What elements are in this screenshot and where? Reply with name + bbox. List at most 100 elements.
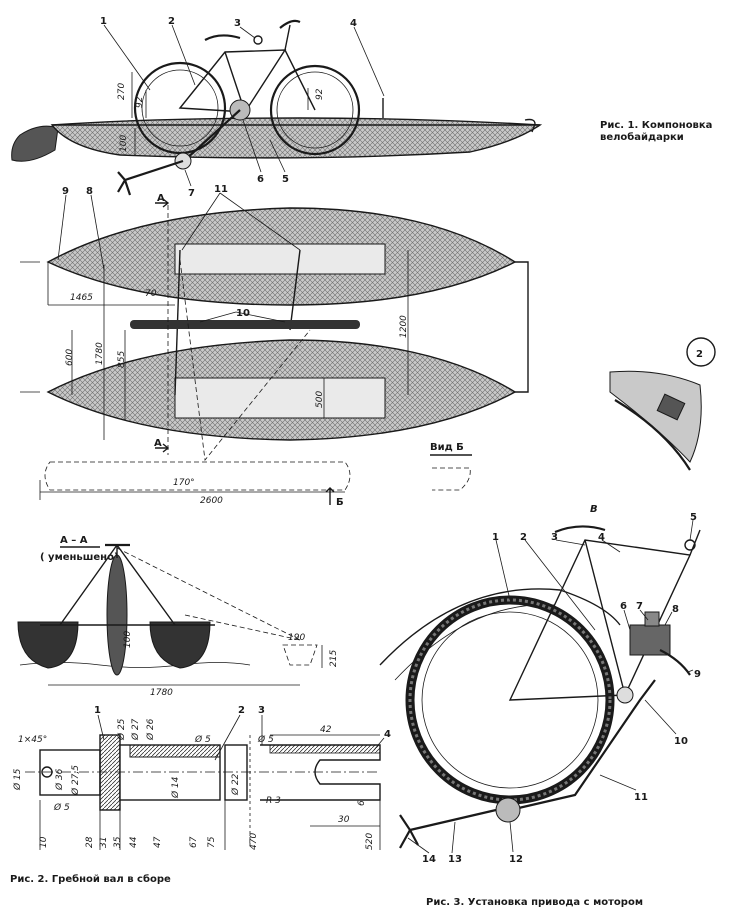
section-mark-a-bottom: А [154, 438, 162, 449]
dim-600: 600 [65, 349, 75, 366]
bow-hook [524, 118, 536, 133]
fig2-callout-1: 1 [94, 705, 101, 716]
dim-44: 44 [129, 836, 139, 848]
dim-d22: Ø 22 [230, 773, 241, 796]
rudder-blade [11, 125, 59, 162]
dim-d5-top: Ø 5 [194, 734, 211, 745]
fig3-callout-2: 2 [520, 532, 527, 543]
dim-500: 500 [315, 391, 325, 408]
dim-d36: Ø 36 [54, 768, 65, 791]
dim-d14: Ø 14 [170, 776, 181, 799]
section-mark-a-top: А [157, 193, 165, 204]
dim-92-front: 92 [315, 88, 325, 100]
fig3-callout-8: 8 [672, 604, 679, 615]
dim-470: 470 [249, 833, 259, 850]
section-mark-b: Б [336, 497, 344, 508]
exhaust-pipe [659, 649, 691, 676]
fig2-callout-3: 3 [258, 705, 265, 716]
upper-cockpit [174, 243, 386, 275]
dim-35: 35 [113, 836, 123, 848]
fig1-plan-view: А А Б 1465 70 1780 600 855 1200 500 170°… [20, 184, 529, 508]
fig3-chainring [616, 686, 634, 704]
dim-100-section: 100 [123, 631, 133, 648]
wheel-section [106, 554, 128, 676]
dim-28: 28 [85, 836, 95, 848]
dim-1465: 1465 [70, 293, 93, 303]
callout-4: 4 [350, 18, 357, 29]
bottom-gearbox [495, 797, 521, 823]
bicycle-frame [178, 24, 316, 113]
section-subtitle: ( уменьшено) [40, 552, 119, 563]
dim-855: 855 [117, 351, 127, 368]
callout-11: 11 [214, 184, 228, 195]
dim-d27: Ø 27 [130, 718, 141, 741]
engine-tank [644, 611, 660, 627]
fig2-callout-4: 4 [384, 729, 391, 740]
dim-d25: Ø 25 [116, 718, 127, 741]
fig3-callout-13: 13 [448, 854, 462, 865]
fig3-callout-9: 9 [694, 669, 701, 680]
dim-6: 6 [357, 800, 367, 806]
callout-6: 6 [257, 174, 264, 185]
fig3-saddle [554, 525, 606, 534]
fig3-view-label: В [590, 504, 598, 515]
dim-r3: R 3 [266, 796, 281, 806]
propeller [117, 171, 132, 196]
bicycle-top-view [130, 320, 360, 329]
inset-fender [609, 370, 702, 463]
pontoon-section [282, 644, 318, 666]
fig3-propeller [399, 814, 419, 849]
inset-circle [686, 337, 716, 367]
prop-shaft [124, 159, 184, 182]
dim-d5-hub: Ø 5 [53, 802, 70, 813]
handlebar [279, 19, 301, 29]
fig3-callout-6: 6 [620, 601, 627, 612]
section-title: А – А [60, 535, 88, 546]
shaft-fork [260, 744, 381, 801]
callout-7: 7 [188, 188, 195, 199]
fig3-callout-11: 11 [634, 792, 648, 803]
fig3-callout-7: 7 [636, 601, 643, 612]
dim-520: 520 [365, 833, 375, 850]
throttle-lever [253, 35, 263, 45]
fig1-side-view: 270 92 92 100 1 2 3 4 5 6 7 [11, 16, 543, 199]
shaft-end [224, 744, 248, 801]
dim-30: 30 [338, 815, 350, 825]
fig3-frame [508, 529, 701, 701]
drive-tube [509, 679, 656, 812]
dim-92-rear: 92 [135, 96, 145, 108]
dim-215: 215 [329, 650, 339, 667]
callout-1: 1 [100, 16, 107, 27]
drive-strut [184, 109, 241, 161]
fig2-prop-shaft: 1×45° Ø 25 Ø 27 Ø 26 Ø 5 Ø 5 42 Ø 15 Ø 3… [12, 705, 391, 850]
dim-42: 42 [320, 725, 332, 735]
dim-1200: 1200 [399, 315, 409, 338]
callout-8: 8 [86, 186, 93, 197]
detail-inset-2: 2 [609, 337, 716, 471]
caption-fig2: Рис. 2. Гребной вал в сборе [10, 874, 171, 885]
engine [629, 624, 671, 656]
fig3-callout-3: 3 [551, 532, 558, 543]
dim-31: 31 [99, 837, 109, 848]
dim-47: 47 [153, 836, 163, 848]
fig3-callout-14: 14 [422, 854, 436, 865]
dim-chamfer: 1×45° [18, 735, 47, 745]
fig3-motor-drive: В 1 2 3 [379, 504, 701, 865]
dim-70: 70 [145, 289, 157, 299]
caption-fig1: Рис. 1. Компоновка велобайдарки [600, 120, 713, 143]
dim-190: 190 [288, 633, 305, 643]
dim-170-deg: 170° [173, 478, 195, 488]
dim-d5-fork: Ø 5 [257, 734, 274, 745]
inset-motor [656, 393, 686, 421]
dim-d15: Ø 15 [12, 768, 23, 791]
fig2-callout-2: 2 [238, 705, 245, 716]
bow-connector [515, 261, 529, 393]
inset-label: 2 [696, 349, 703, 360]
callout-2: 2 [168, 16, 175, 27]
shaft-flange [99, 734, 121, 811]
dim-270: 270 [117, 83, 127, 100]
callout-5: 5 [282, 174, 289, 185]
callout-9: 9 [62, 186, 69, 197]
